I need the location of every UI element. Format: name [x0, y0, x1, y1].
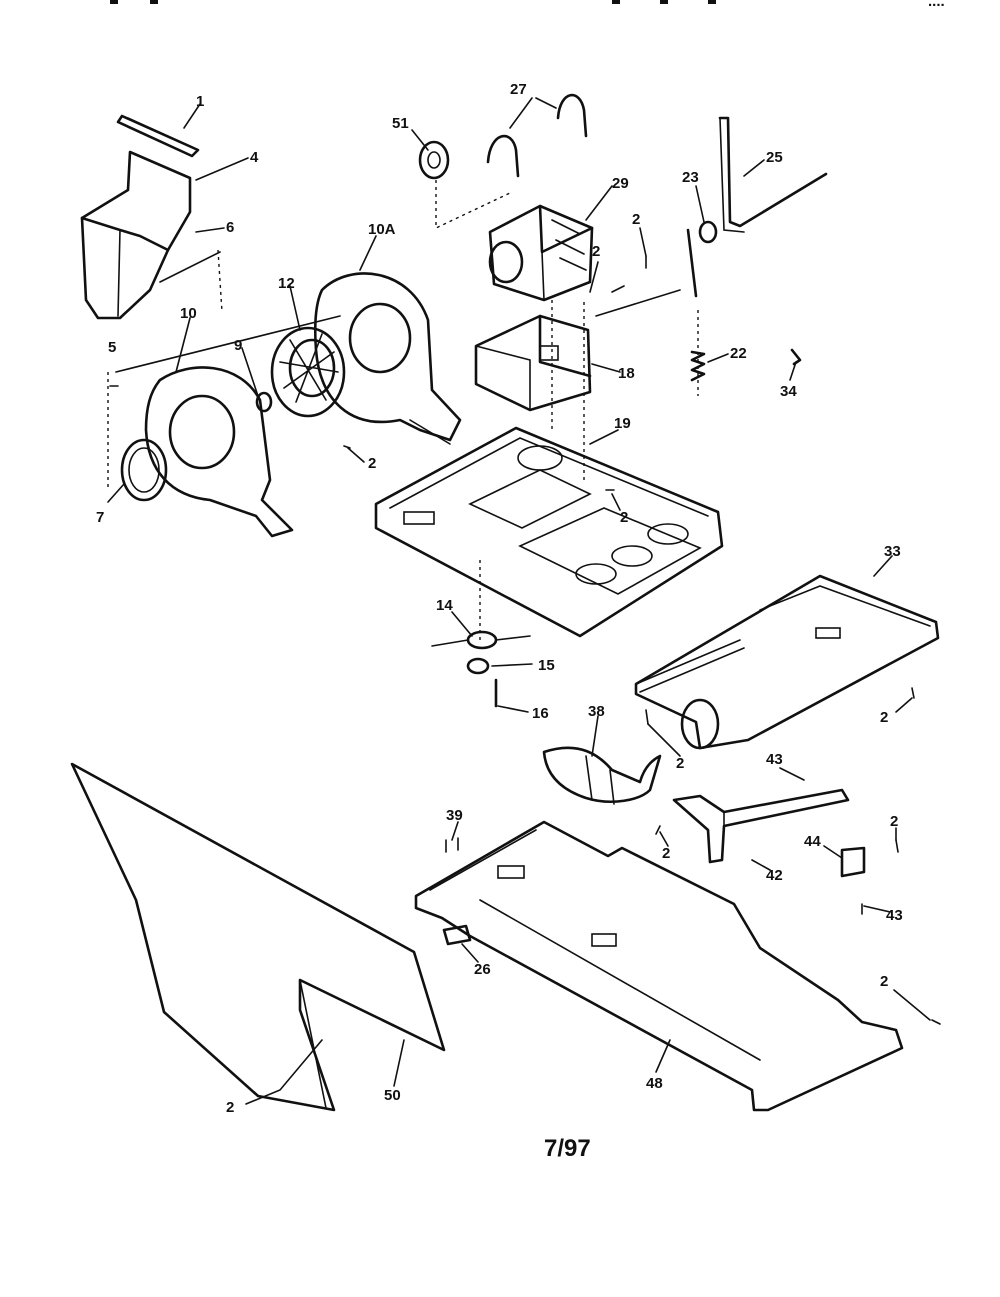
callout-34: 34 [780, 383, 797, 400]
top-edge-fragments: .... [110, 0, 945, 10]
callout-6: 6 [226, 219, 234, 236]
part-27-clips [486, 93, 588, 178]
callout-43-bottom: 43 [886, 907, 903, 924]
callout-1: 1 [196, 93, 204, 110]
part-4-vent-hood [80, 150, 192, 320]
callout-2-pan: 2 [620, 509, 628, 526]
callout-51: 51 [392, 115, 409, 132]
part-50-panel [70, 762, 446, 1112]
part-9-washer [255, 391, 273, 413]
callout-12: 12 [278, 275, 295, 292]
callout-2-blower: 2 [368, 455, 376, 472]
date-code: 7/97 [544, 1135, 591, 1162]
callout-50: 50 [384, 1087, 401, 1104]
callout-48: 48 [646, 1075, 663, 1092]
callout-9: 9 [234, 337, 242, 354]
callout-10: 10 [180, 305, 197, 322]
callout-2-motor: 2 [592, 243, 600, 260]
callout-16: 16 [532, 705, 549, 722]
callout-42: 42 [766, 867, 783, 884]
callout-2-tray: 2 [880, 709, 888, 726]
callout-25: 25 [766, 149, 783, 166]
callout-2-lever: 2 [632, 211, 640, 228]
part-14-foot [431, 630, 531, 650]
leader-lines [107, 97, 931, 1105]
part-42-bracket [672, 788, 850, 864]
part-44-clip [840, 846, 866, 878]
screws [109, 255, 941, 1025]
callout-10a: 10A [368, 221, 396, 238]
callout-14: 14 [436, 597, 453, 614]
part-23-idler-lever [686, 220, 718, 298]
part-12-blower-wheel [270, 326, 346, 418]
part-7-ring [120, 438, 168, 502]
part-48-base-frame [414, 820, 904, 1112]
callout-labels: 1 4 6 5 10 10A 12 9 7 2 51 27 29 23 25 2… [96, 81, 903, 1116]
part-10a-blower-housing [313, 272, 462, 445]
callout-5: 5 [108, 339, 116, 356]
callout-23: 23 [682, 169, 699, 186]
part-25-rod [718, 116, 828, 233]
part-26-foot [442, 924, 472, 946]
callout-33: 33 [884, 543, 901, 560]
callout-43-top: 43 [766, 751, 783, 768]
callout-15: 15 [538, 657, 555, 674]
callout-2-elbow: 2 [676, 755, 684, 772]
part-10-blower-housing [144, 366, 294, 538]
part-1-strip [116, 114, 200, 158]
callout-26: 26 [474, 961, 491, 978]
top-right-fragment: .... [928, 0, 945, 10]
callout-2-panel: 2 [226, 1099, 234, 1116]
callout-38: 38 [588, 703, 605, 720]
callout-18: 18 [618, 365, 635, 382]
callout-44: 44 [804, 833, 821, 850]
callout-4: 4 [250, 149, 259, 166]
callout-2-bracket: 2 [662, 845, 670, 862]
callout-22: 22 [730, 345, 747, 362]
callout-19: 19 [614, 415, 631, 432]
callout-39: 39 [446, 807, 463, 824]
callout-2-frame: 2 [880, 973, 888, 990]
part-51-coupling [418, 140, 450, 180]
callout-27: 27 [510, 81, 527, 98]
callout-2-clip: 2 [890, 813, 898, 830]
part-22-spring [690, 350, 706, 382]
callout-29: 29 [612, 175, 629, 192]
part-19-base-pan [374, 426, 724, 638]
part-33-tray [634, 574, 940, 750]
part-18-motor-mount [474, 314, 592, 412]
part-15-leveler [466, 657, 490, 675]
part-38-elbow [542, 746, 662, 805]
callout-7: 7 [96, 509, 104, 526]
part-29-motor [488, 204, 594, 302]
